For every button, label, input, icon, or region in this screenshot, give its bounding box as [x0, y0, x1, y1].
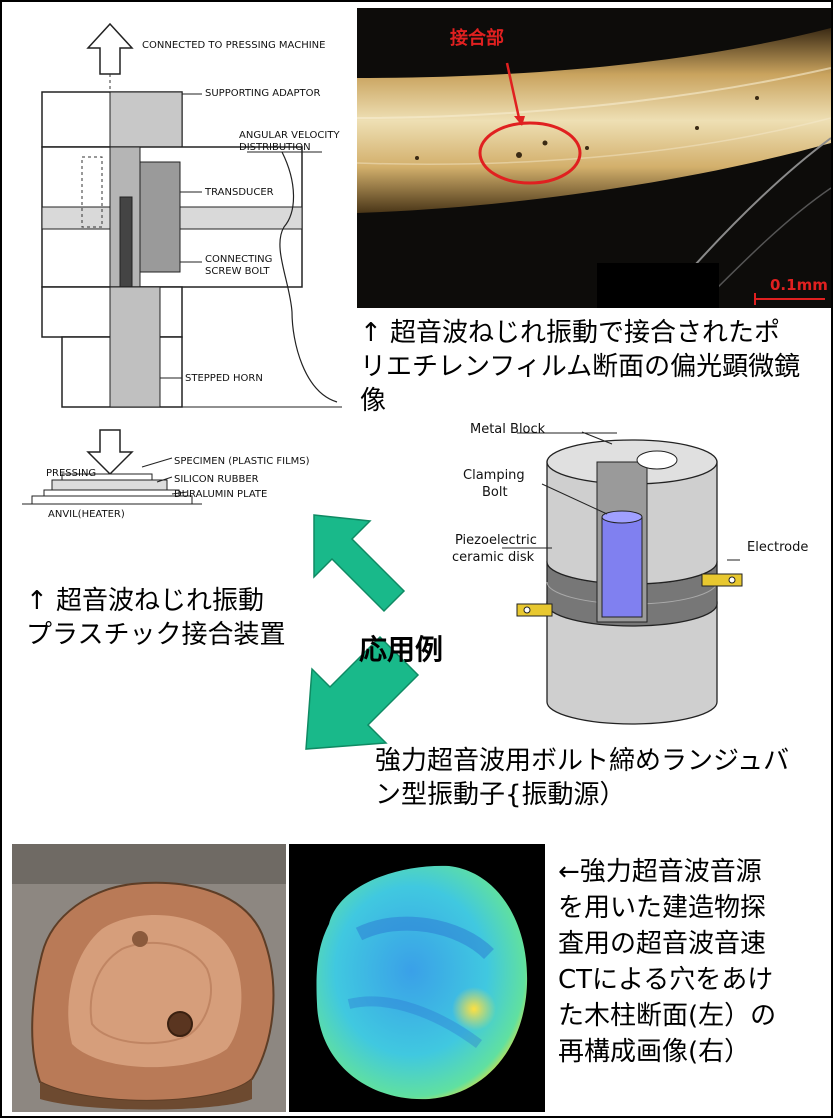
transducer-caption: 強力超音波用ボルト締めランジュバ ン型振動子{振動源）	[375, 744, 830, 812]
scale-bar	[754, 293, 825, 305]
ct-reconstruction-image	[289, 844, 545, 1112]
label-metal-block: Metal Block	[470, 422, 546, 437]
label-angular-velocity: ANGULAR VELOCITY	[239, 130, 340, 141]
polarized-micrograph	[357, 8, 831, 308]
label-electrode: Electrode	[747, 540, 809, 555]
label-screw-bolt: SCREW BOLT	[205, 266, 270, 277]
bonding-apparatus-diagram	[22, 22, 342, 505]
label-specimen: SPECIMEN (PLASTIC FILMS)	[174, 456, 310, 467]
langevin-transducer-diagram	[502, 431, 743, 725]
label-pressing: PRESSING	[46, 468, 97, 479]
joint-label: 接合部	[450, 28, 504, 49]
apparatus-caption-line1: ↑ 超音波ねじれ振動	[26, 586, 265, 616]
wood-cross-section-image	[12, 844, 286, 1112]
label-stepped-horn: STEPPED HORN	[185, 373, 263, 384]
ct-caption-line6: 再構成画像(右）	[558, 1037, 751, 1067]
label-transducer: TRANSDUCER	[205, 187, 274, 198]
ct-caption-line5: た木柱断面(左）の	[558, 1001, 777, 1031]
ct-caption: ←強力超音波音源 を用いた建造物探 査用の超音波音速 CTによる穴をあけ た木柱…	[558, 854, 828, 1070]
label-silicon-rubber: SILICON RUBBER	[174, 474, 259, 485]
label-clamping-bolt: Bolt	[482, 485, 508, 500]
application-examples-label: 応用例	[359, 633, 444, 666]
scale-bar-label: 0.1mm	[770, 276, 828, 294]
transducer-caption-line2: ン型振動子{振動源）	[375, 780, 626, 810]
label-distribution: DISTRIBUTION	[239, 142, 311, 153]
ct-caption-line4: CTによる穴をあけ	[558, 965, 774, 995]
hollow-down-arrow-icon	[86, 429, 134, 476]
label-supporting-adaptor: SUPPORTING ADAPTOR	[205, 88, 321, 99]
micrograph-image	[357, 8, 831, 308]
label-duralumin-plate: DURALUMIN PLATE	[174, 489, 268, 500]
ct-velocity-map	[289, 844, 545, 1112]
apparatus-caption: ↑ 超音波ねじれ振動 プラスチック接合装置	[26, 584, 336, 652]
joint-marker	[478, 62, 582, 185]
electrode-icon	[516, 573, 743, 617]
micrograph-caption-line3: 像	[360, 386, 387, 416]
hollow-up-arrow-icon	[86, 22, 134, 75]
ct-caption-line1: ←強力超音波音源	[558, 857, 762, 887]
label-connected-to-pressing-machine: CONNECTED TO PRESSING MACHINE	[142, 40, 326, 51]
ct-caption-line3: 査用の超音波音速	[558, 929, 767, 959]
transducer-caption-line1: 強力超音波用ボルト締めランジュバ	[375, 746, 790, 776]
micrograph-caption-line1: ↑ 超音波ねじれ振動で接合されたポ	[360, 318, 781, 348]
green-arrow-icon	[305, 514, 420, 750]
label-ceramic-disk: ceramic disk	[452, 550, 535, 565]
apparatus-caption-line2: プラスチック接合装置	[26, 620, 286, 650]
wood-column-photo	[12, 844, 286, 1112]
label-anvil-heater: ANVIL(HEATER)	[48, 509, 125, 520]
ct-caption-line2: を用いた建造物探	[558, 893, 767, 923]
label-clamping: Clamping	[463, 468, 525, 483]
label-piezoelectric: Piezoelectric	[455, 533, 537, 548]
micrograph-caption-line2: リエチレンフィルム断面の偏光顕微鏡	[360, 352, 801, 382]
label-connecting: CONNECTING	[205, 254, 273, 265]
micrograph-caption: ↑ 超音波ねじれ振動で接合されたポ リエチレンフィルム断面の偏光顕微鏡 像	[360, 316, 830, 418]
